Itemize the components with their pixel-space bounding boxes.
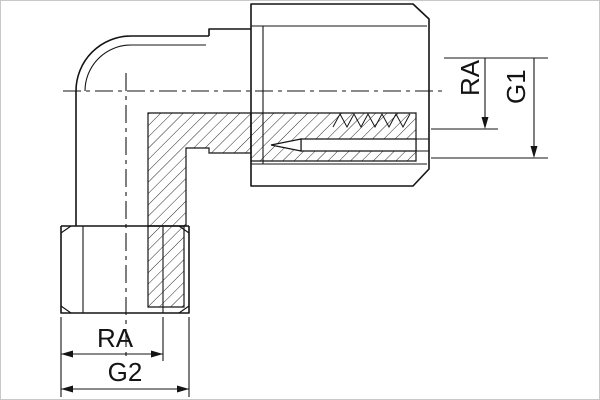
fitting-outline bbox=[60, 3, 430, 314]
bore-exit-lines bbox=[416, 138, 429, 152]
elbow-body-outline bbox=[75, 35, 209, 226]
dim-label-g2: G2 bbox=[108, 357, 143, 387]
hex-nut-corner-chamfers bbox=[60, 225, 190, 314]
section-hatching bbox=[147, 112, 429, 308]
centerlines bbox=[63, 73, 447, 361]
stud-bore-cone bbox=[270, 138, 302, 152]
dim-arrow-g2-right bbox=[177, 385, 189, 393]
collar-step bbox=[208, 28, 251, 36]
union-nut-chamfer-lines bbox=[251, 25, 427, 165]
dim-arrow-ra-bottom-left bbox=[61, 350, 73, 358]
dimension-labels: RA G1 RA G2 bbox=[97, 59, 531, 387]
elbow-body-inner-arc bbox=[84, 44, 206, 92]
hatch-bottom-nut-wall bbox=[147, 225, 185, 308]
dim-label-g1: G1 bbox=[501, 69, 531, 104]
dimension-annotations bbox=[60, 57, 548, 397]
hex-nut-facet-lines bbox=[82, 226, 164, 313]
dim-arrow-g2-left bbox=[61, 385, 73, 393]
dim-arrow-ra-top bbox=[481, 117, 489, 129]
hex-nut-outline bbox=[60, 225, 190, 314]
dim-label-ra-top: RA bbox=[455, 59, 485, 96]
union-nut-outline bbox=[250, 3, 430, 187]
hatch-elbow-wall bbox=[147, 112, 252, 227]
dim-arrow-ra-bottom-right bbox=[151, 350, 163, 358]
dim-label-ra-bottom: RA bbox=[97, 323, 134, 353]
hatch-male-thread-stud bbox=[250, 112, 417, 162]
dim-arrow-g1 bbox=[530, 146, 538, 158]
thread-profile bbox=[332, 112, 411, 129]
stud-bore bbox=[300, 138, 417, 152]
